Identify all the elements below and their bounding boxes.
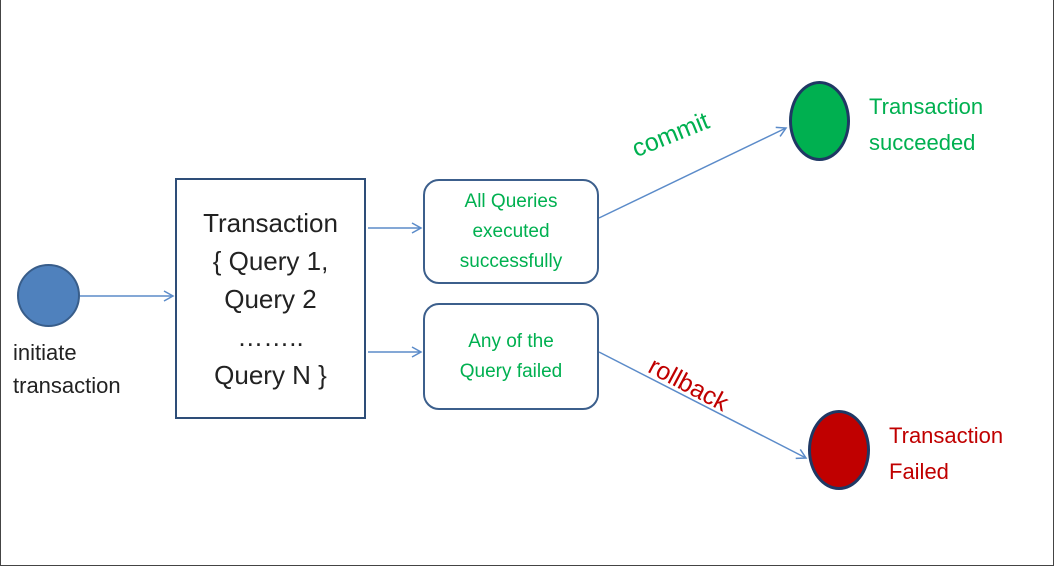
arrow-rollback: [598, 351, 808, 460]
failure-end-label-line: Failed: [889, 459, 949, 484]
success-end-label-line: Transaction: [869, 94, 984, 119]
failure-end-node: [808, 410, 870, 490]
transaction-line: { Query 1,: [212, 245, 329, 276]
failure-box: Any of the Query failed: [423, 303, 599, 410]
transaction-line: Query 2: [224, 283, 317, 314]
transaction-line: ……..: [237, 321, 304, 352]
failure-box-line: Query failed: [459, 360, 563, 382]
transaction-box: Transaction { Query 1, Query 2 …….. Quer…: [175, 178, 366, 419]
success-box-line: successfully: [459, 250, 563, 272]
failure-box-line: Any of the: [468, 330, 554, 352]
transaction-line: Query N }: [214, 359, 327, 390]
arrow-commit: [598, 126, 788, 219]
success-box-line: All Queries: [464, 190, 558, 212]
failure-end-label: Transaction Failed: [889, 418, 1003, 490]
success-end-label: Transaction succeeded: [869, 89, 983, 161]
success-end-label-line: succeeded: [869, 130, 976, 155]
transaction-line: Transaction: [203, 207, 338, 238]
failure-end-label-line: Transaction: [889, 423, 1004, 448]
success-end-node: [789, 81, 850, 161]
success-box-line: executed: [472, 220, 550, 242]
success-box: All Queries executed successfully: [423, 179, 599, 284]
start-node-label: initiate transaction: [13, 336, 121, 402]
start-label-line: initiate: [13, 340, 77, 365]
start-label-line: transaction: [13, 373, 121, 398]
start-node: [17, 264, 80, 327]
